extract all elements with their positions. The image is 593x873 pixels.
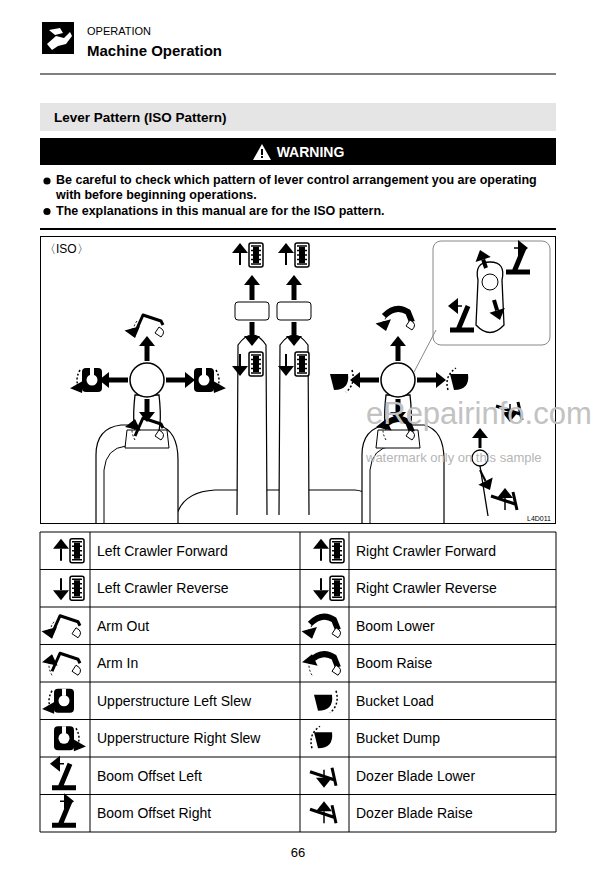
table-cell: Boom Offset Right (97, 805, 211, 821)
section-rule (40, 228, 556, 230)
legend-table (40, 532, 556, 832)
table-cell: Arm In (97, 655, 138, 671)
table-cell: Arm Out (97, 618, 149, 634)
table-cell: Boom Lower (356, 618, 435, 634)
bullet (43, 208, 50, 215)
section-band: Lever Pattern (ISO Pattern) (40, 103, 556, 131)
table-cell: Right Crawler Reverse (356, 580, 497, 596)
warning-bar: WARNING (40, 138, 556, 165)
illustration-frame: 〈ISO〉 L4D011 (40, 236, 556, 524)
table-cell: Boom Raise (356, 655, 432, 671)
table-cell: Bucket Load (356, 693, 434, 709)
table-cell: Right Crawler Forward (356, 543, 496, 559)
figure-code: L4D011 (527, 515, 551, 522)
table-cell: Bucket Dump (356, 730, 440, 746)
table-cell: Left Crawler Forward (97, 543, 228, 559)
pattern-tag: 〈ISO〉 (44, 241, 89, 258)
lever-illustration (70, 240, 550, 524)
warning-note: Be careful to check which pattern of lev… (56, 173, 556, 203)
table-cell: Upperstructure Right Slew (97, 730, 260, 746)
warning-heading: WARNING (277, 144, 345, 160)
table-cell: Left Crawler Reverse (97, 580, 229, 596)
warning-note: The explanations in this manual are for … (56, 204, 556, 219)
page-title: Machine Operation (87, 42, 222, 59)
table-cell: Dozer Blade Lower (356, 768, 475, 784)
watermark: eRepairinfo.com (366, 396, 592, 432)
table-cell: Boom Offset Left (97, 768, 202, 784)
page-number: 66 (291, 845, 305, 860)
table-cell: Upperstructure Left Slew (97, 693, 251, 709)
section-icon (42, 22, 74, 54)
warning-triangle (252, 143, 272, 161)
header-rule (40, 74, 556, 75)
table-cell: Dozer Blade Raise (356, 805, 473, 821)
watermark: watermark only on this sample (366, 450, 542, 465)
section-heading: Lever Pattern (ISO Pattern) (54, 110, 227, 125)
bullet (43, 177, 50, 184)
section-name: OPERATION (87, 25, 151, 37)
